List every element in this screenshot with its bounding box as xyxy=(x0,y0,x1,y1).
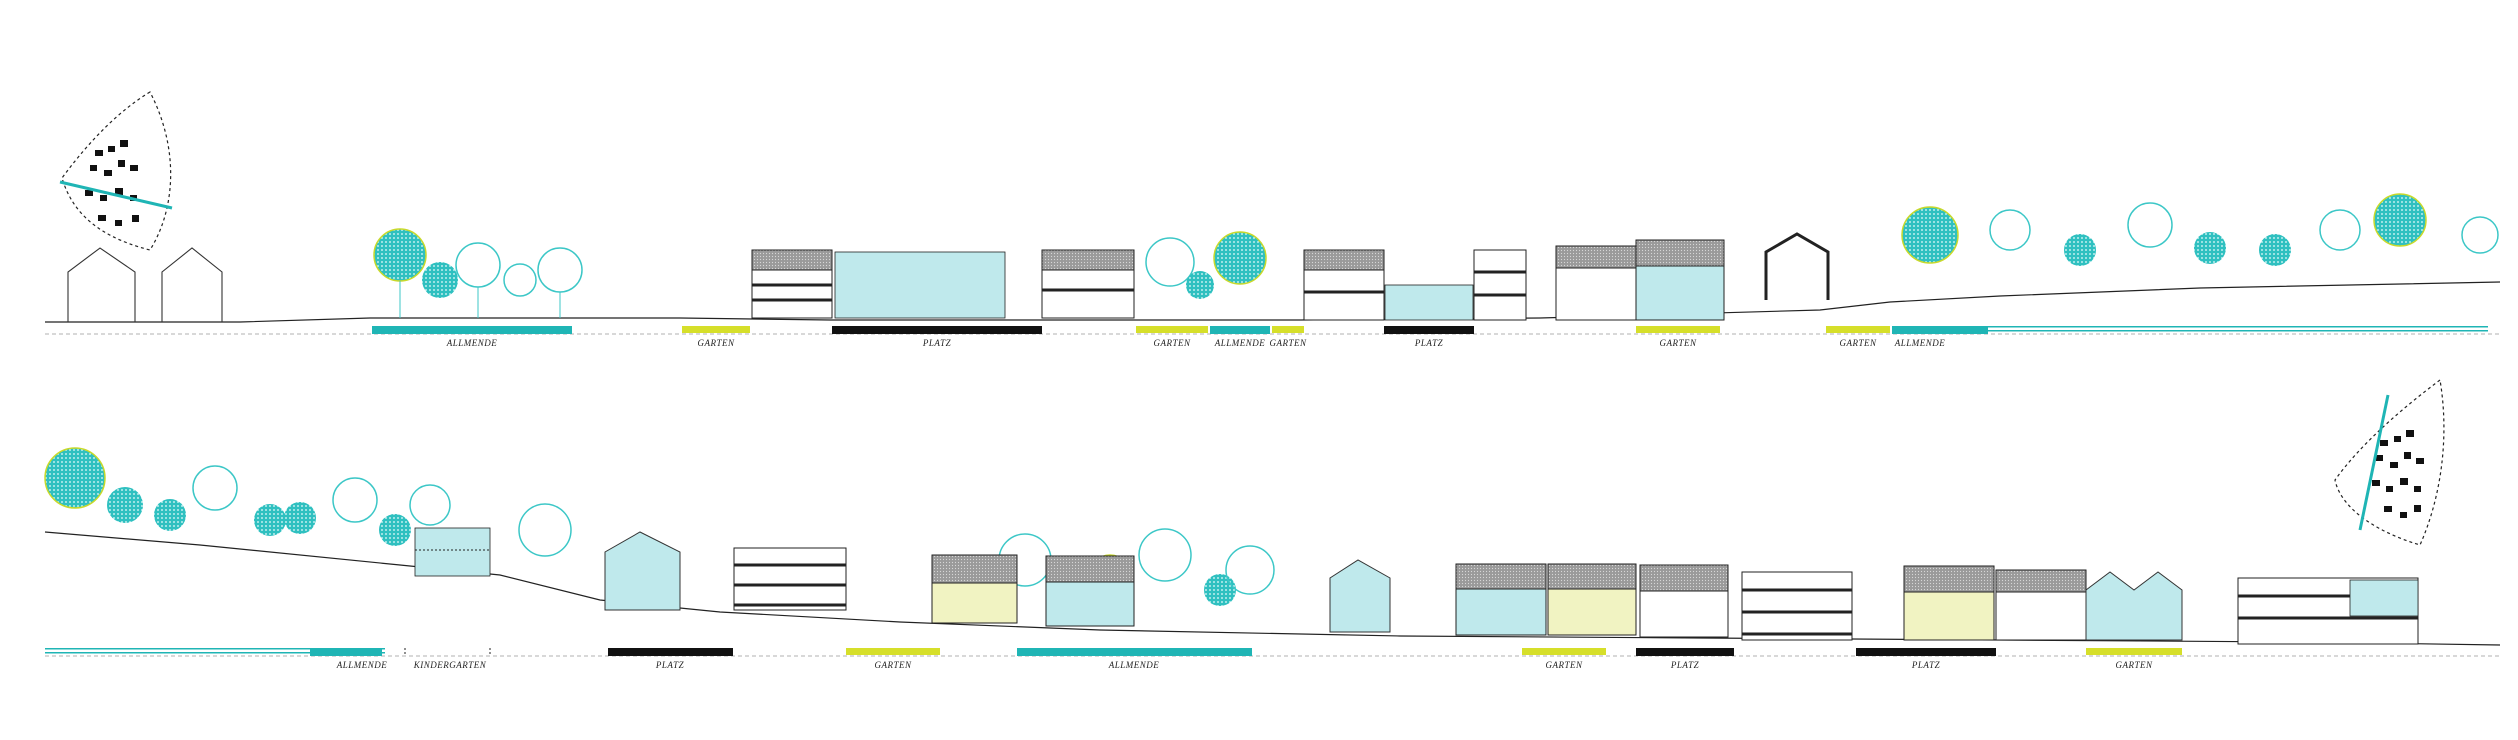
building-block xyxy=(931,554,1391,633)
site-plan-key-map-icon xyxy=(2334,378,2445,546)
gable-house-outline xyxy=(67,247,223,322)
zone-bar-platz xyxy=(608,648,733,656)
zone-bar-garten xyxy=(1636,326,1720,333)
zone-label: GARTEN xyxy=(1545,660,1582,670)
zone-bar-allmende xyxy=(1210,326,1270,334)
zone-bar-platz xyxy=(1384,326,1474,334)
zone-label: GARTEN xyxy=(874,660,911,670)
zone-bar-garten xyxy=(1522,648,1606,655)
zone-label: ALLMENDE xyxy=(336,660,388,670)
zone-labels-bottom: ALLMENDE KINDERGARTEN PLATZ GARTEN ALLME… xyxy=(336,660,2153,670)
tree-cluster xyxy=(44,447,572,557)
zone-bar-allmende xyxy=(310,648,382,656)
building-block xyxy=(1455,563,2419,645)
zone-bar-garten xyxy=(846,648,940,655)
zone-bar-garten xyxy=(682,326,750,333)
zone-bar-garten xyxy=(1826,326,1890,333)
zone-label: ALLMENDE xyxy=(1894,338,1946,348)
tree-cluster xyxy=(373,228,583,318)
zone-label: PLATZ xyxy=(655,660,685,670)
zone-bar-garten xyxy=(2086,648,2182,655)
zone-label: ALLMENDE xyxy=(1108,660,1160,670)
zone-bar-garten xyxy=(1272,326,1304,333)
zone-bar-allmende xyxy=(1892,326,1988,334)
zone-label: ALLMENDE xyxy=(446,338,498,348)
zone-label: PLATZ xyxy=(922,338,952,348)
zone-label: PLATZ xyxy=(1670,660,1700,670)
zone-bar-platz xyxy=(1636,648,1734,656)
building-block xyxy=(751,249,1135,319)
zone-label: GARTEN xyxy=(1269,338,1306,348)
zone-label: GARTEN xyxy=(1839,338,1876,348)
zone-label: ALLMENDE xyxy=(1214,338,1266,348)
zone-bar-allmende xyxy=(372,326,572,334)
building-block xyxy=(1303,232,1830,321)
zone-label: PLATZ xyxy=(1911,660,1941,670)
zone-label: KINDERGARTEN xyxy=(413,660,487,670)
gable-house xyxy=(604,531,847,611)
bottom-section-row: ALLMENDE KINDERGARTEN PLATZ GARTEN ALLME… xyxy=(44,378,2501,670)
tree-cluster xyxy=(1901,193,2499,266)
zone-label: GARTEN xyxy=(2115,660,2152,670)
zone-bars-top xyxy=(372,326,2488,334)
zone-bar-platz xyxy=(832,326,1042,334)
site-plan-key-map-icon xyxy=(59,91,173,251)
zone-label: PLATZ xyxy=(1414,338,1444,348)
zone-labels-top: ALLMENDE GARTEN PLATZ GARTEN ALLMENDE GA… xyxy=(446,338,1946,348)
building-block xyxy=(414,527,491,577)
zone-label: GARTEN xyxy=(697,338,734,348)
zone-label: GARTEN xyxy=(1659,338,1696,348)
zone-label: GARTEN xyxy=(1153,338,1190,348)
tree-cluster xyxy=(998,528,1275,606)
zone-bar-platz xyxy=(1856,648,1996,656)
zone-bars-bottom xyxy=(45,648,2182,656)
tree-cluster xyxy=(1145,231,1267,299)
zone-bar-allmende xyxy=(1017,648,1252,656)
zone-bar-garten xyxy=(1136,326,1208,333)
top-section-row: ALLMENDE GARTEN PLATZ GARTEN ALLMENDE GA… xyxy=(45,91,2501,348)
